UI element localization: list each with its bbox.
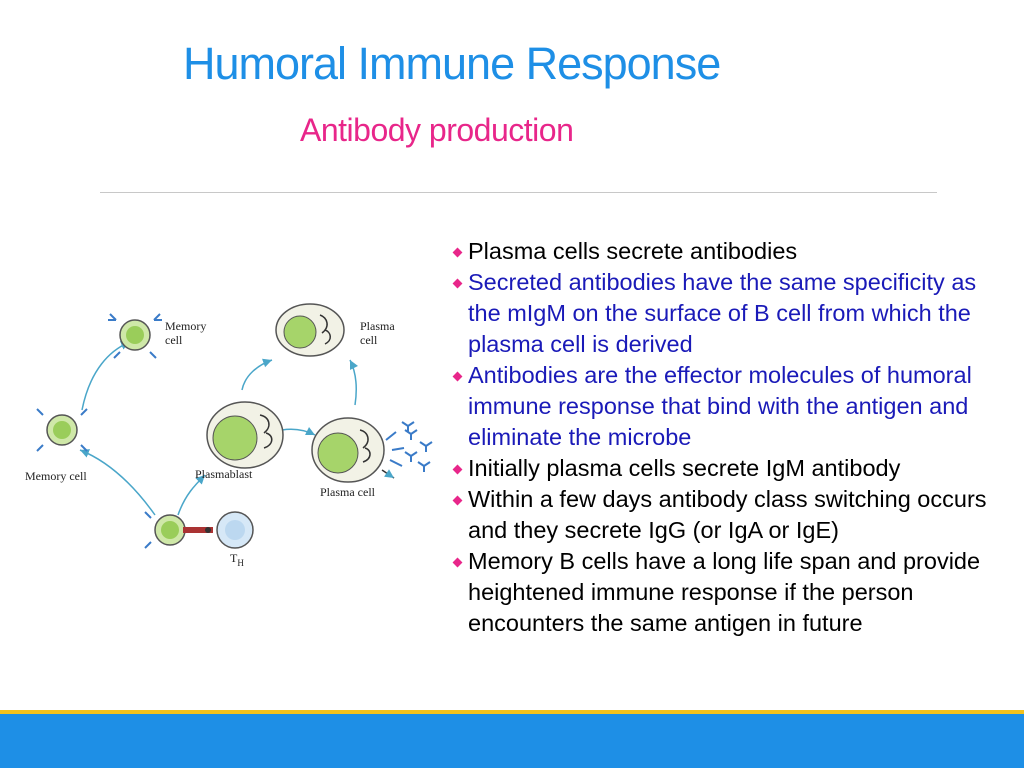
plasma-cell-top-graphic bbox=[275, 303, 345, 357]
bullet-item: Plasma cells secrete antibodies bbox=[452, 236, 1012, 267]
plasmablast-graphic bbox=[206, 401, 284, 469]
label-plasma-cell-bottom: Plasma cell bbox=[320, 485, 376, 499]
bullet-item: Within a few days antibody class switchi… bbox=[452, 484, 1012, 546]
antibodies-graphic bbox=[401, 421, 433, 472]
label-memory-cell-top-1: Memory bbox=[165, 319, 206, 333]
bullet-marker-icon bbox=[452, 464, 463, 475]
bullet-marker-icon bbox=[452, 495, 463, 506]
bullet-text: Memory B cells have a long life span and… bbox=[468, 548, 981, 636]
footer-bar bbox=[0, 714, 1024, 768]
arrow-left-to-memory bbox=[81, 341, 131, 411]
bullet-text: Initially plasma cells secrete IgM antib… bbox=[468, 455, 901, 481]
b-cell-th-pair-graphic bbox=[144, 511, 254, 549]
memory-cell-top-graphic bbox=[108, 313, 162, 359]
arrow-plasmablast-to-plasma-top bbox=[241, 358, 273, 391]
bullet-item: Memory B cells have a long life span and… bbox=[452, 546, 1012, 639]
label-memory-cell-left: Memory cell bbox=[25, 469, 87, 483]
slide-title: Humoral Immune Response bbox=[183, 38, 721, 89]
bullet-marker-icon bbox=[452, 371, 463, 382]
label-plasma-cell-top-2: cell bbox=[360, 333, 378, 347]
bullet-list: Plasma cells secrete antibodies Secreted… bbox=[452, 236, 1012, 639]
label-plasmablast: Plasmablast bbox=[195, 467, 253, 481]
bullet-marker-icon bbox=[452, 557, 463, 568]
arrow-th-to-plasmablast bbox=[177, 474, 206, 516]
bullet-marker-icon bbox=[452, 247, 463, 258]
title-divider bbox=[100, 192, 937, 193]
bullet-text: Secreted antibodies have the same specif… bbox=[468, 269, 977, 357]
footer-stripe bbox=[0, 710, 1024, 714]
bullet-text: Plasma cells secrete antibodies bbox=[468, 238, 798, 264]
arrow-plasmablast-to-plasma-bottom bbox=[281, 426, 316, 436]
label-plasma-cell-top-1: Plasma bbox=[360, 319, 395, 333]
label-th: TH bbox=[230, 551, 244, 568]
label-th-main: T bbox=[230, 551, 238, 565]
memory-cell-left-graphic bbox=[36, 408, 88, 452]
bullet-text: Antibodies are the effector molecules of… bbox=[468, 362, 972, 450]
arrow-th-to-memory-left bbox=[79, 449, 156, 516]
bullet-item: Initially plasma cells secrete IgM antib… bbox=[452, 453, 1012, 484]
label-th-sub: H bbox=[237, 558, 244, 568]
bullet-item: Secreted antibodies have the same specif… bbox=[452, 267, 1012, 360]
bullet-text: Within a few days antibody class switchi… bbox=[468, 486, 987, 543]
bullet-marker-icon bbox=[452, 278, 463, 289]
b-cell-differentiation-diagram: Memory cell Plasma cell Memory cell Plas… bbox=[20, 290, 440, 585]
label-memory-cell-top-2: cell bbox=[165, 333, 183, 347]
slide-subtitle: Antibody production bbox=[300, 112, 574, 148]
arrow-plasma-bottom-to-top bbox=[349, 359, 359, 406]
plasma-cell-bottom-graphic bbox=[311, 417, 405, 483]
bullet-item: Antibodies are the effector molecules of… bbox=[452, 360, 1012, 453]
